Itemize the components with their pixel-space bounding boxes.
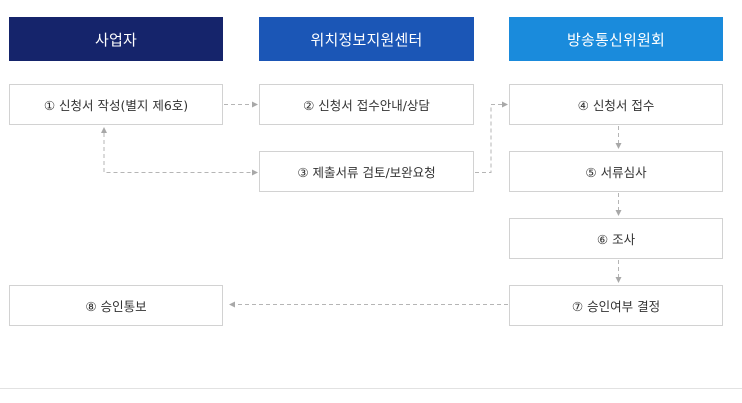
arrowhead-to-7 (615, 277, 622, 283)
step-6-investigation: ⑥ 조사 (509, 218, 723, 259)
step-8-label: ⑧ 승인통보 (85, 299, 147, 314)
arrowhead-to-6 (615, 210, 622, 216)
header-kcc: 방송통신위원회 (509, 17, 723, 61)
step-7-label: ⑦ 승인여부 결정 (571, 299, 661, 314)
connector-3-to-4 (475, 104, 504, 173)
step-5-document-screening: ⑤ 서류심사 (509, 151, 723, 192)
arrowhead-to-1 (101, 127, 107, 133)
step-3-label: ③ 제출서류 검토/보완요청 (297, 165, 436, 180)
step-5-label: ⑤ 서류심사 (585, 165, 647, 180)
step-4-application-receipt: ④ 신청서 접수 (509, 84, 723, 125)
step-1-label: ① 신청서 작성(별지 제6호) (43, 98, 189, 113)
step-2-application-guidance: ② 신청서 접수안내/상담 (259, 84, 474, 125)
arrowhead-to-3 (252, 169, 258, 176)
step-1-application-writing: ① 신청서 작성(별지 제6호) (9, 84, 223, 125)
arrowhead-to-2 (252, 101, 258, 108)
step-4-label: ④ 신청서 접수 (577, 98, 655, 113)
header-location-center: 위치정보지원센터 (259, 17, 474, 61)
step-6-label: ⑥ 조사 (596, 232, 636, 247)
step-3-document-review: ③ 제출서류 검토/보완요청 (259, 151, 474, 192)
arrowhead-to-8 (229, 301, 235, 308)
bottom-divider (0, 388, 742, 389)
arrowhead-to-4 (502, 101, 508, 108)
step-8-approval-notice: ⑧ 승인통보 (9, 285, 223, 326)
connector-1-to-3 (103, 133, 254, 173)
header-business: 사업자 (9, 17, 223, 61)
step-7-approval-decision: ⑦ 승인여부 결정 (509, 285, 723, 326)
step-2-label: ② 신청서 접수안내/상담 (303, 98, 430, 113)
arrowhead-to-5 (615, 143, 622, 149)
